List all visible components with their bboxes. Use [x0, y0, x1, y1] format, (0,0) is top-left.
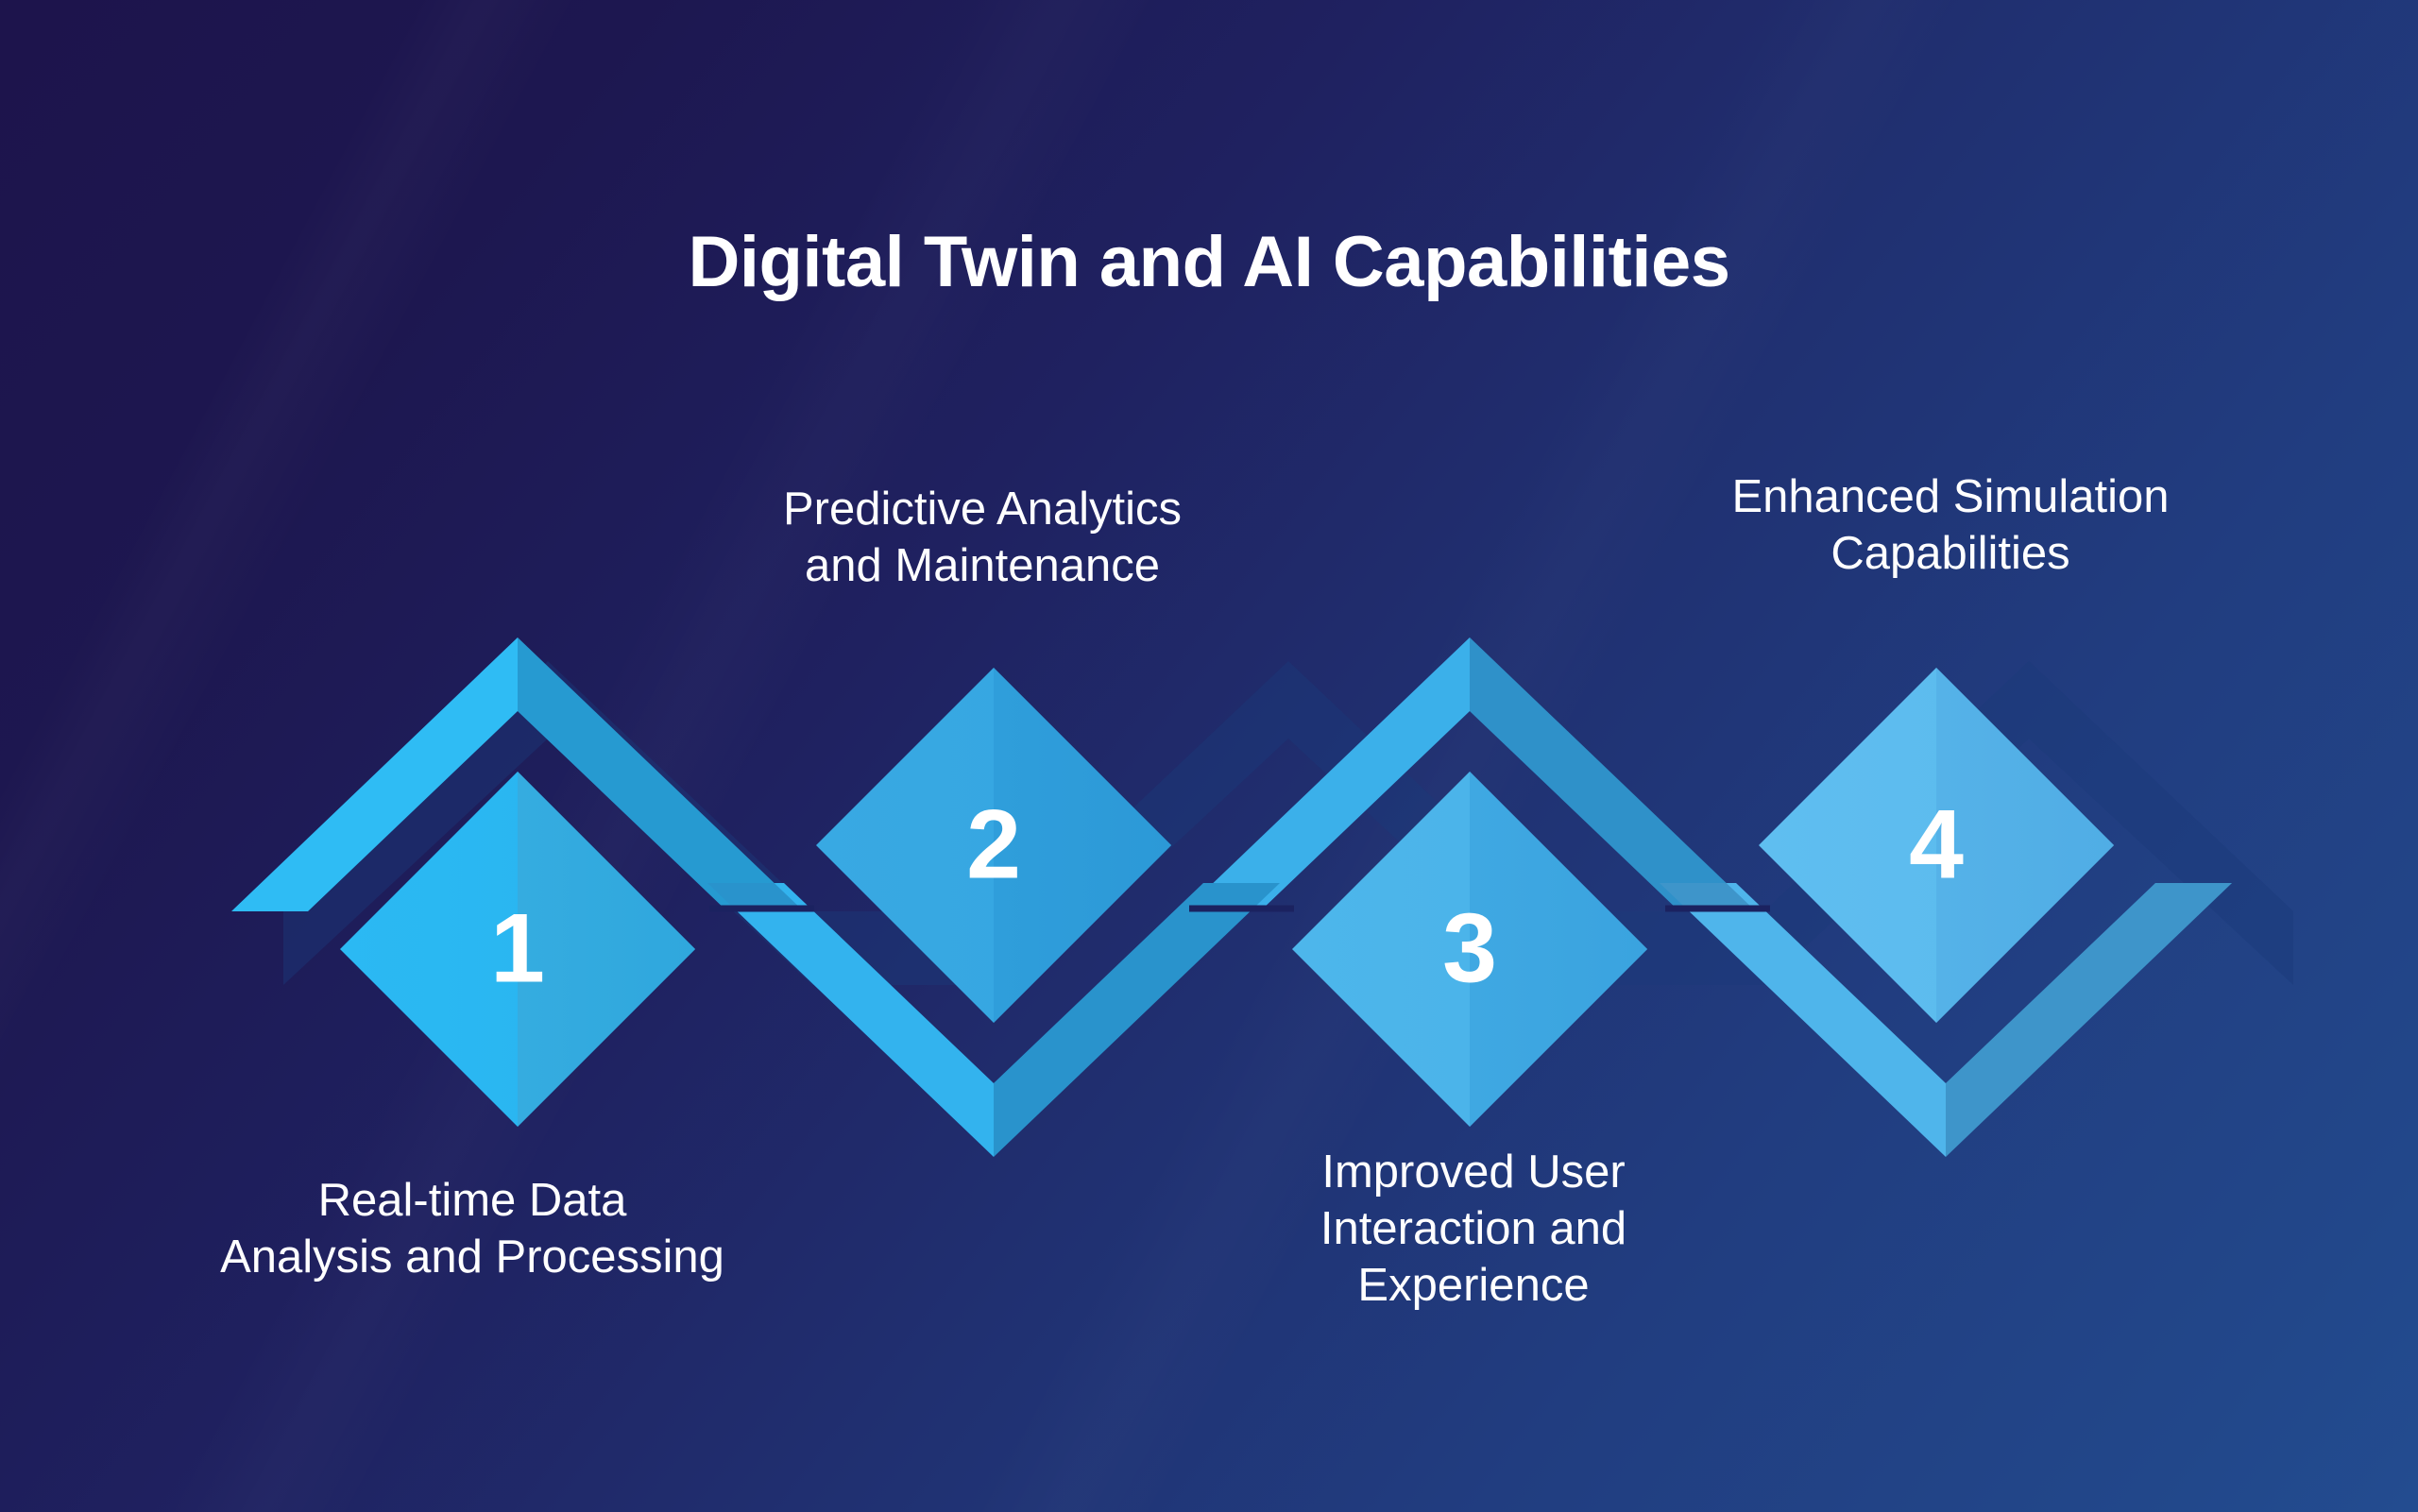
step-number-4: 4: [1909, 790, 1964, 899]
step-diamond-4[interactable]: 4: [1759, 668, 2114, 1023]
step-number-3: 3: [1442, 893, 1497, 1003]
step-number-2: 2: [966, 790, 1021, 899]
step-number-1: 1: [490, 893, 545, 1003]
step-label-2: Predictive Analytics and Maintenance: [782, 484, 1183, 591]
page-title: Digital Twin and AI Capabilities: [688, 221, 1731, 302]
chevron-band: [231, 637, 2232, 1157]
step-diamond-2[interactable]: 2: [816, 668, 1171, 1023]
step-label-3: Improved User Interaction and Experience: [1320, 1147, 1627, 1311]
step-diamond-3[interactable]: 3: [1292, 772, 1647, 1127]
step-diamond-1[interactable]: 1: [340, 772, 695, 1127]
step-label-4: Enhanced Simulation Capabilities: [1731, 471, 2170, 579]
step-label-1: Real-time Data Analysis and Processing: [220, 1175, 724, 1283]
